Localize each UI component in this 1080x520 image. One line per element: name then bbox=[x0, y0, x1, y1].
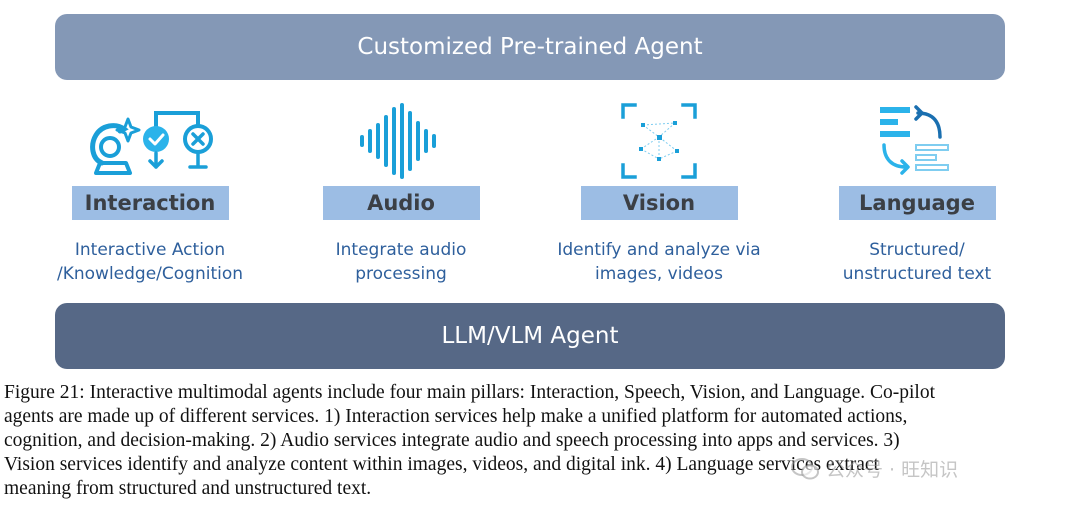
caption-line: meaning from structured and unstructured… bbox=[4, 478, 372, 499]
audio-wave-icon bbox=[286, 96, 516, 186]
pillar-interaction: Interaction Interactive Action /Knowledg… bbox=[35, 96, 265, 286]
vision-scan-icon bbox=[544, 96, 774, 186]
language-text-icon bbox=[802, 96, 1032, 186]
caption-line: cognition, and decision-making. 2) Audio… bbox=[4, 430, 900, 451]
desc-line: processing bbox=[355, 264, 447, 284]
caption-line: agents are made up of different services… bbox=[4, 406, 908, 427]
pillar-description: Integrate audio processing bbox=[286, 238, 516, 286]
wechat-icon bbox=[791, 457, 819, 479]
pillar-label: Vision bbox=[580, 186, 738, 220]
caption-line: Vision services identify and analyze con… bbox=[4, 454, 879, 475]
pillar-label: Language bbox=[838, 186, 996, 220]
bottom-bar-label: LLM/VLM Agent bbox=[441, 323, 619, 349]
pillar-description: Interactive Action /Knowledge/Cognition bbox=[35, 238, 265, 286]
pillar-description: Structured/ unstructured text bbox=[802, 238, 1032, 286]
pillar-label: Interaction bbox=[71, 186, 229, 220]
watermark-text: 公众号 · 旺知识 bbox=[826, 459, 959, 481]
pillar-language: Language Structured/ unstructured text bbox=[802, 96, 1032, 286]
desc-line: /Knowledge/Cognition bbox=[56, 264, 244, 284]
desc-line: Integrate audio bbox=[335, 240, 467, 260]
desc-line: Structured/ bbox=[869, 240, 965, 260]
desc-line: images, videos bbox=[595, 264, 723, 284]
top-bar-label: Customized Pre-trained Agent bbox=[357, 34, 703, 60]
desc-line: unstructured text bbox=[842, 264, 992, 284]
desc-line: Identify and analyze via bbox=[557, 240, 761, 260]
pillar-label: Audio bbox=[322, 186, 480, 220]
top-bar-customized-agent: Customized Pre-trained Agent bbox=[55, 14, 1005, 80]
pillar-audio: Audio Integrate audio processing bbox=[286, 96, 516, 286]
caption-line: Figure 21: Interactive multimodal agents… bbox=[4, 382, 935, 403]
bottom-bar-llm-vlm-agent: LLM/VLM Agent bbox=[55, 303, 1005, 369]
pillar-description: Identify and analyze via images, videos bbox=[544, 238, 774, 286]
pillar-vision: Vision Identify and analyze via images, … bbox=[544, 96, 774, 286]
watermark: 公众号 · 旺知识 bbox=[790, 455, 958, 482]
figure-caption: Figure 21: Interactive multimodal agents… bbox=[4, 381, 1074, 501]
interaction-icon bbox=[35, 96, 265, 186]
desc-line: Interactive Action bbox=[74, 240, 226, 260]
